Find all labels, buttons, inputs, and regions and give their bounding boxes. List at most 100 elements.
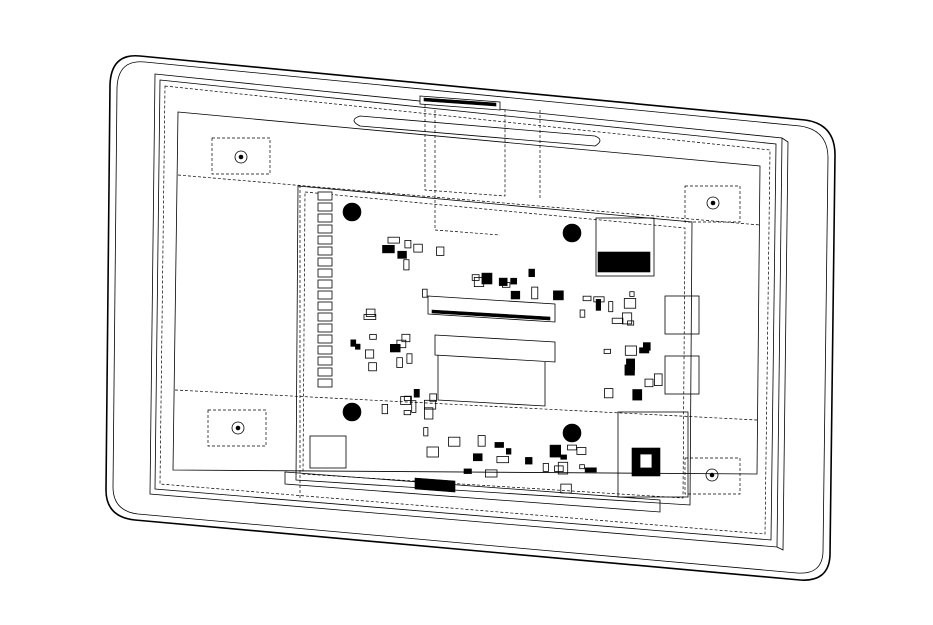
smd-component — [528, 268, 535, 278]
smd-component — [397, 250, 407, 259]
smd-component — [436, 246, 445, 256]
smd-component — [496, 456, 509, 464]
smd-component — [623, 298, 637, 309]
top-connector — [353, 95, 601, 236]
header-pin — [317, 301, 333, 311]
smd-component — [406, 353, 413, 364]
smd-component — [644, 378, 654, 388]
smd-component — [632, 389, 643, 401]
header-pin — [317, 202, 333, 212]
header-pin — [317, 213, 333, 223]
smd-component — [448, 436, 461, 447]
header-pin — [317, 323, 333, 333]
header-pin — [317, 246, 333, 256]
smd-component — [400, 396, 412, 405]
smd-component — [382, 245, 395, 254]
smd-component — [413, 388, 420, 398]
smd-component — [424, 407, 434, 420]
smd-component — [553, 290, 564, 301]
header-pin — [317, 235, 333, 245]
smd-component — [401, 333, 411, 343]
smd-component — [542, 463, 549, 472]
smd-component — [350, 339, 357, 347]
smd-component — [531, 286, 539, 300]
header-pin — [317, 257, 333, 267]
smd-component — [403, 259, 410, 271]
smd-component — [505, 448, 512, 455]
smd-component — [389, 343, 401, 353]
smd-component — [654, 373, 663, 386]
smd-component — [364, 349, 375, 359]
smd-component — [608, 301, 614, 313]
smd-component — [472, 453, 483, 462]
smd-component — [365, 308, 376, 317]
smd-component — [624, 364, 635, 376]
smd-component — [624, 345, 637, 356]
smd-component — [387, 236, 400, 244]
header-pin — [317, 367, 333, 377]
smd-component — [403, 410, 412, 416]
smd-component — [484, 469, 498, 478]
smd-component — [510, 290, 521, 300]
smd-component — [510, 277, 518, 285]
smd-component — [477, 435, 486, 447]
smd-component — [413, 243, 423, 253]
header-pin — [317, 191, 333, 201]
hidden-lines — [174, 174, 761, 500]
smd-component — [369, 334, 377, 340]
smd-component — [368, 362, 377, 372]
smd-component — [567, 444, 577, 451]
smd-component — [525, 457, 533, 465]
header-pin — [317, 279, 333, 289]
smd-component — [584, 467, 597, 473]
header-pin — [317, 334, 333, 344]
smd-component — [498, 277, 508, 286]
smd-component — [576, 447, 587, 455]
smd-component — [381, 403, 389, 415]
smd-component — [603, 348, 611, 354]
smd-component — [560, 483, 572, 494]
smd-component — [355, 343, 361, 350]
smd-component — [423, 427, 429, 437]
smd-component — [557, 461, 569, 475]
smd-component — [404, 239, 412, 249]
smd-component — [582, 295, 592, 302]
inner-frame — [149, 73, 789, 551]
smd-component — [595, 299, 601, 311]
smd-component — [579, 309, 586, 318]
mounting-tabs — [207, 137, 741, 495]
header-pin — [317, 378, 333, 388]
smd-component — [560, 454, 567, 460]
smd-component — [411, 400, 417, 413]
smd-component — [429, 393, 437, 402]
smd-component — [396, 339, 407, 349]
header-pin — [317, 268, 333, 278]
smd-component — [403, 395, 412, 401]
smd-component — [363, 314, 377, 320]
smd-component — [622, 312, 633, 325]
smd-component — [629, 291, 635, 297]
smd-component — [579, 464, 585, 470]
header-pin — [317, 290, 333, 300]
smd-component — [604, 388, 614, 399]
smd-component — [627, 320, 635, 326]
header-pin — [317, 224, 333, 234]
circuit-board — [284, 185, 700, 513]
smd-component — [639, 347, 650, 354]
smd-component — [501, 282, 511, 288]
smd-component — [481, 272, 493, 285]
smd-component — [471, 274, 480, 281]
smd-component — [426, 446, 439, 458]
smd-component — [422, 288, 428, 298]
smd-component — [549, 444, 561, 458]
smd-component — [463, 468, 472, 474]
header-pin — [317, 345, 333, 355]
smd-component — [396, 357, 403, 368]
smd-component — [494, 442, 504, 448]
smd-component — [611, 317, 624, 324]
smd-component — [554, 465, 564, 472]
header-pin — [317, 356, 333, 366]
outer-housing — [105, 54, 836, 581]
header-pin — [317, 312, 333, 322]
